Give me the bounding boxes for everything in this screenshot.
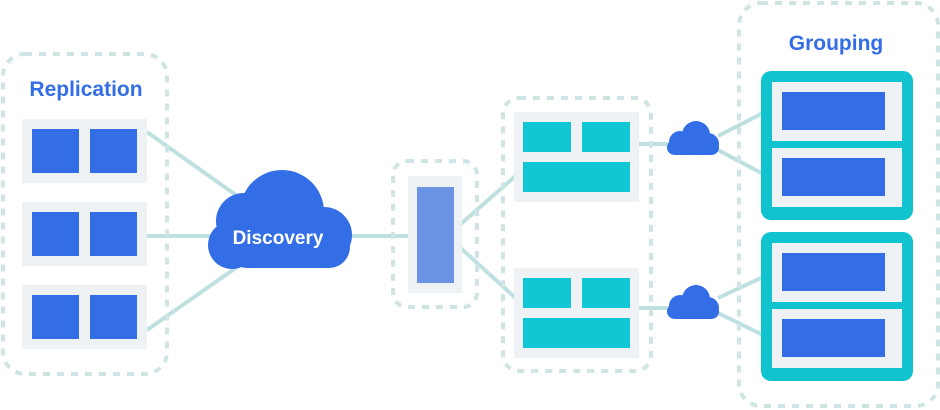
replication-label: Replication xyxy=(29,78,142,101)
discovery-node: Discovery xyxy=(208,170,352,269)
replication-server-2 xyxy=(22,202,147,266)
connector-cloud-bottom-server-1 xyxy=(717,274,766,300)
grouping-cluster-top xyxy=(761,71,913,220)
teal-server-bottom xyxy=(514,268,639,358)
teal-server-top xyxy=(514,112,639,202)
replication-server-3 xyxy=(22,285,147,349)
grouping-group: Grouping xyxy=(737,1,940,408)
middle-node-border xyxy=(391,159,479,309)
grouping-label: Grouping xyxy=(789,32,883,55)
cloud-icon xyxy=(667,285,719,319)
teal-server-group-border xyxy=(501,96,653,373)
connectors xyxy=(145,110,766,338)
connector-cloud-top-server-2 xyxy=(717,148,766,177)
replication-server-1 xyxy=(22,119,147,183)
connector-bar-group-top xyxy=(452,170,522,232)
connector-bar-group-bottom xyxy=(452,240,522,304)
connector-cloud-bottom-server-2 xyxy=(717,311,766,338)
middle-node-bar xyxy=(417,187,454,283)
connector-replication-3 xyxy=(145,263,242,332)
cloud-icon xyxy=(208,170,352,269)
discovery-label: Discovery xyxy=(233,228,324,249)
connector-replication-1 xyxy=(145,130,252,207)
connector-cloud-top-server-1 xyxy=(717,110,766,138)
grouping-border xyxy=(737,1,940,408)
grouping-cluster-bottom xyxy=(761,232,913,381)
teal-server-group xyxy=(501,96,653,373)
cloud-icon xyxy=(667,121,719,155)
middle-node xyxy=(391,159,479,309)
replication-border xyxy=(1,52,169,376)
replication-group: Replication xyxy=(1,52,169,376)
